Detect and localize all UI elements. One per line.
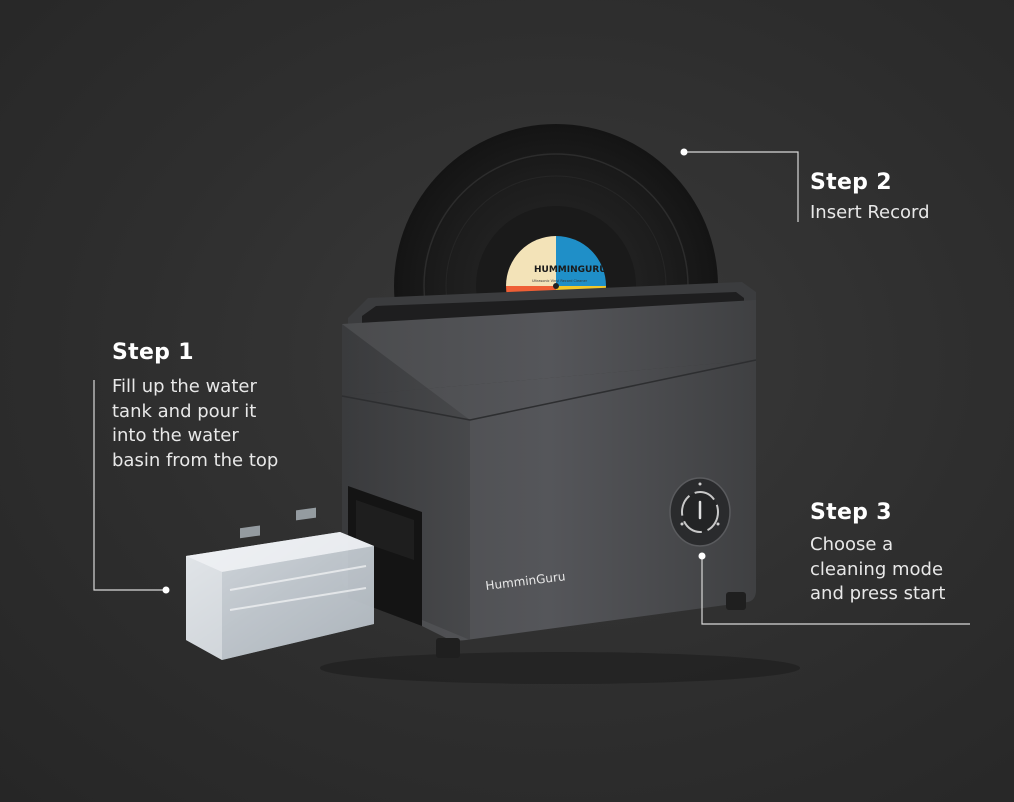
callout-step2 [684,151,799,222]
callout-lines [93,151,970,625]
callout-dot-step2 [680,148,688,156]
water-tank [186,507,374,660]
step-1-description: Fill up the water tank and pour it into … [112,376,279,471]
step-1-title: Step 1 [112,340,194,365]
step-3-description: Choose a cleaning mode and press start [810,534,946,604]
step-2-title: Step 2 [810,170,892,195]
callout-step1 [93,380,166,591]
step-3: Step 3 Choose a cleaning mode and press … [810,500,1010,607]
floor-shadow [320,652,800,684]
record-label-sub: Ultrasonic Vinyl Record Cleaner [532,279,588,283]
step-1: Step 1 Fill up the water tank and pour i… [112,340,342,473]
step-3-title: Step 3 [810,500,892,525]
step-2-description: Insert Record [810,202,930,223]
cleaner-device: HumminGuru [341,282,757,658]
callout-step3 [701,556,970,625]
callout-dot-step1 [162,586,170,594]
step-2: Step 2 Insert Record [810,170,1010,226]
control-dial[interactable] [669,477,731,547]
record-label-brand: HUMMINGURU [534,265,607,275]
callout-dot-step3 [698,552,706,560]
